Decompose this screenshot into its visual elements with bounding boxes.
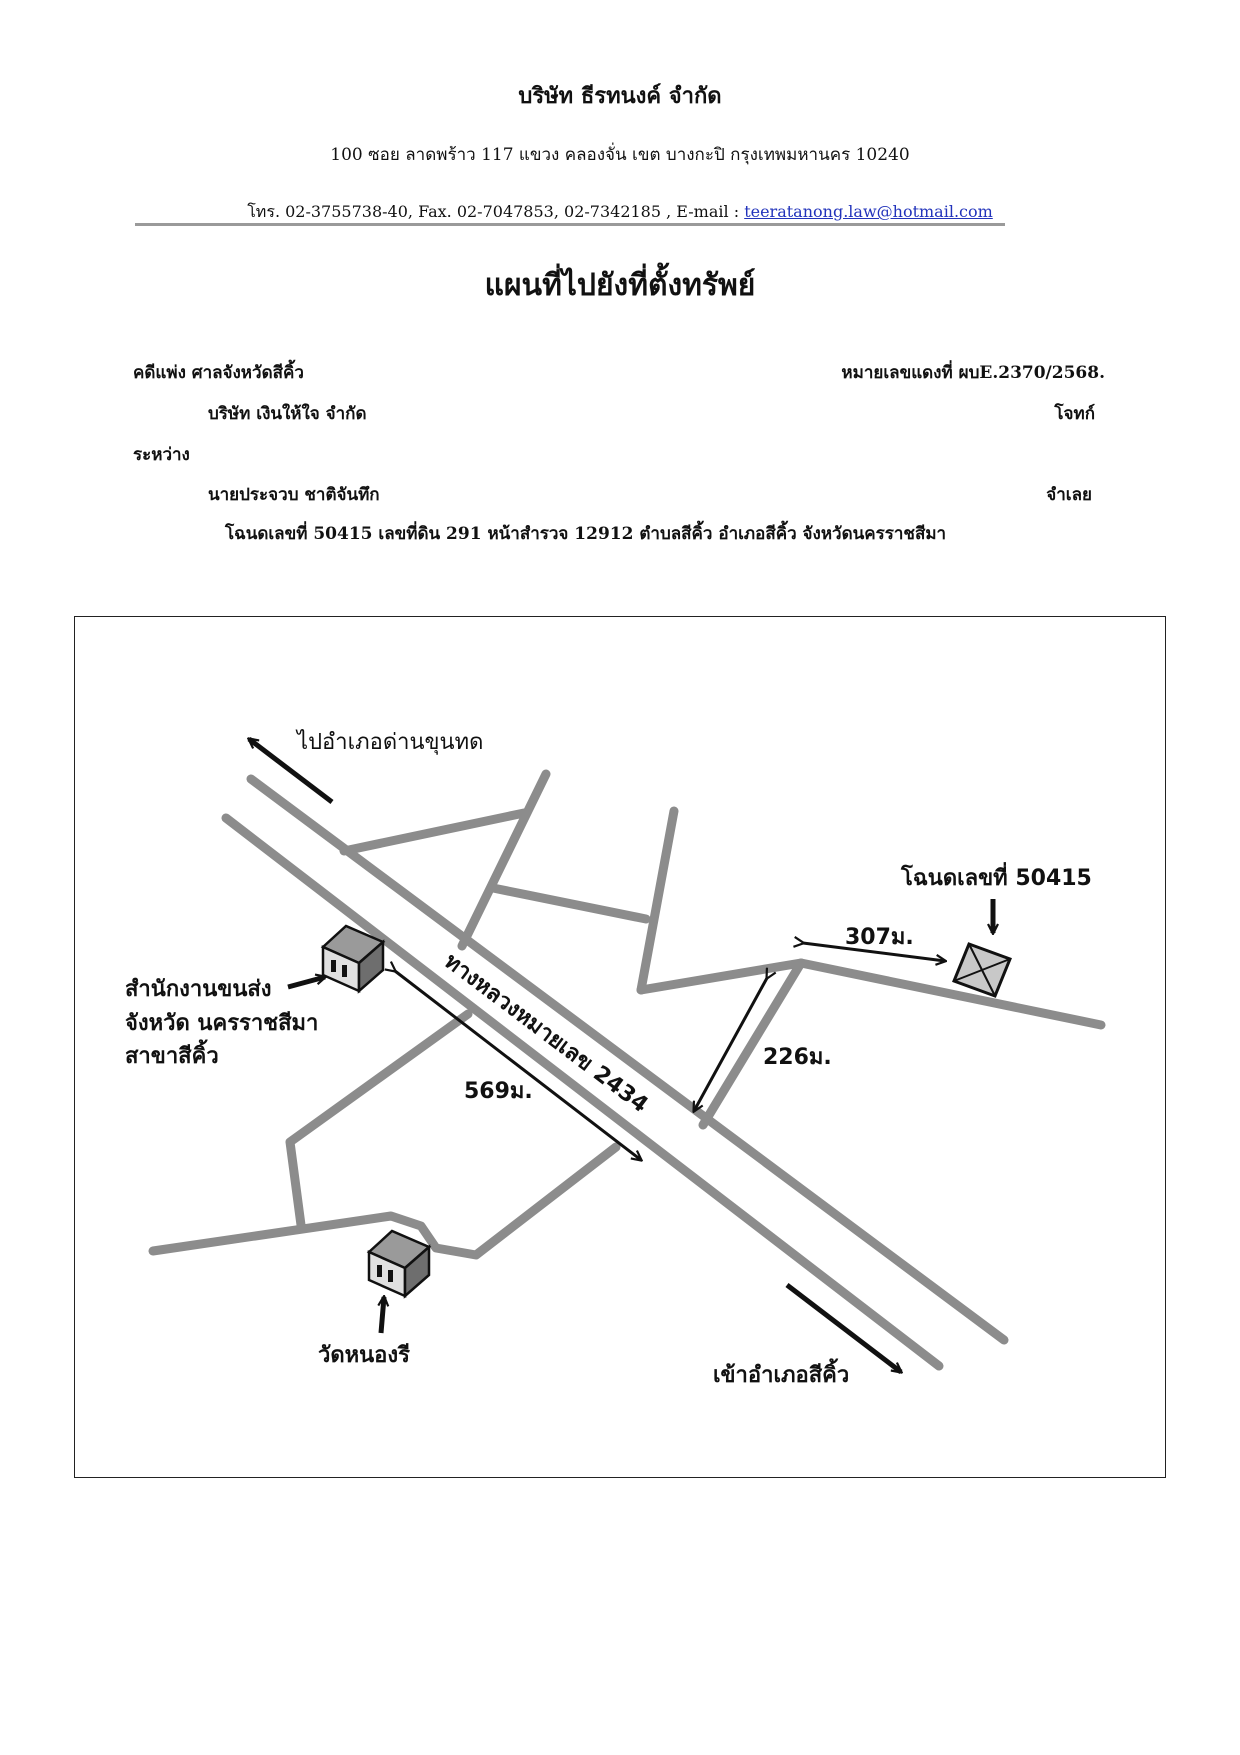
property-details: โฉนดเลขที่ 50415 เลขที่ดิน 291 หน้าสำรวจ… [225, 524, 947, 544]
road-east-link [698, 958, 806, 1130]
road-north-3 [488, 883, 651, 924]
building-icon [320, 924, 386, 994]
deed-parcel-icon [952, 942, 1012, 998]
between-label: ระหว่าง [133, 445, 190, 465]
email-link[interactable]: teeratanong.law@hotmail.com [744, 202, 993, 221]
label-transport-office-1: สำนักงานขนส่ง [125, 977, 272, 1002]
road-sw-2 [148, 1142, 621, 1260]
road-north-1 [339, 808, 529, 856]
label-to-sikhio: เข้าอำเภอสีคิ้ว [713, 1358, 849, 1388]
label-transport-office-2: จังหวัด นครราชสีมา [125, 1011, 318, 1036]
case-court: คดีแพ่ง ศาลจังหวัดสีคิ้ว [133, 363, 304, 383]
distance-569-arrow [395, 971, 641, 1160]
contact-phones: โทร. 02-3755738-40, Fax. 02-7047853, 02-… [247, 202, 745, 221]
company-address: 100 ซอย ลาดพร้าว 117 แขวง คลองจั่น เขต บ… [330, 145, 910, 165]
label-dist-226: 226ม. [763, 1045, 832, 1070]
company-contact: โทร. 02-3755738-40, Fax. 02-7047853, 02-… [0, 200, 1240, 225]
road-north-2 [457, 769, 551, 951]
label-deed: โฉนดเลขที่ 50415 [900, 861, 1092, 891]
distance-226-arrow [694, 978, 767, 1111]
arrow-up-icon [381, 1297, 384, 1334]
label-dist-307: 307ม. [845, 925, 914, 950]
road-sw-1 [285, 1009, 473, 1230]
label-to-dan-khun-thot: ไปอำเภอด่านขุนทด [295, 729, 483, 755]
arrow-up-left-icon [249, 739, 334, 804]
location-map: ไปอำเภอด่านขุนทด เข้าอำเภอสีคิ้ว ทางหลวง… [74, 616, 1166, 1478]
road-east [636, 958, 1106, 1030]
map-canvas: ไปอำเภอด่านขุนทด เข้าอำเภอสีคิ้ว ทางหลวง… [125, 729, 1106, 1388]
plaintiff-role: โจทก์ [1054, 404, 1095, 424]
defendant-role: จำเลย [1046, 485, 1092, 505]
company-name: บริษัท ธีรทนงค์ จำกัด [518, 83, 722, 109]
label-transport-office-3: สาขาสีคิ้ว [125, 1039, 219, 1069]
label-temple: วัดหนองรี [318, 1343, 410, 1368]
road-north-4 [636, 806, 679, 995]
plaintiff-name: บริษัท เงินให้ใจ จำกัด [208, 404, 367, 424]
distance-307-arrow [803, 943, 945, 961]
label-dist-569: 569ม. [464, 1079, 533, 1104]
temple-icon [366, 1229, 432, 1299]
page-title: แผนที่ไปยังที่ตั้งทรัพย์ [484, 268, 756, 303]
arrow-right-icon [287, 977, 325, 990]
header-divider [135, 223, 1005, 226]
case-number: หมายเลขแดงที่ ผบE.2370/2568. [841, 363, 1105, 383]
arrow-down-right-icon [785, 1283, 901, 1372]
defendant-name: นายประจวบ ชาติจันทึก [208, 485, 380, 505]
